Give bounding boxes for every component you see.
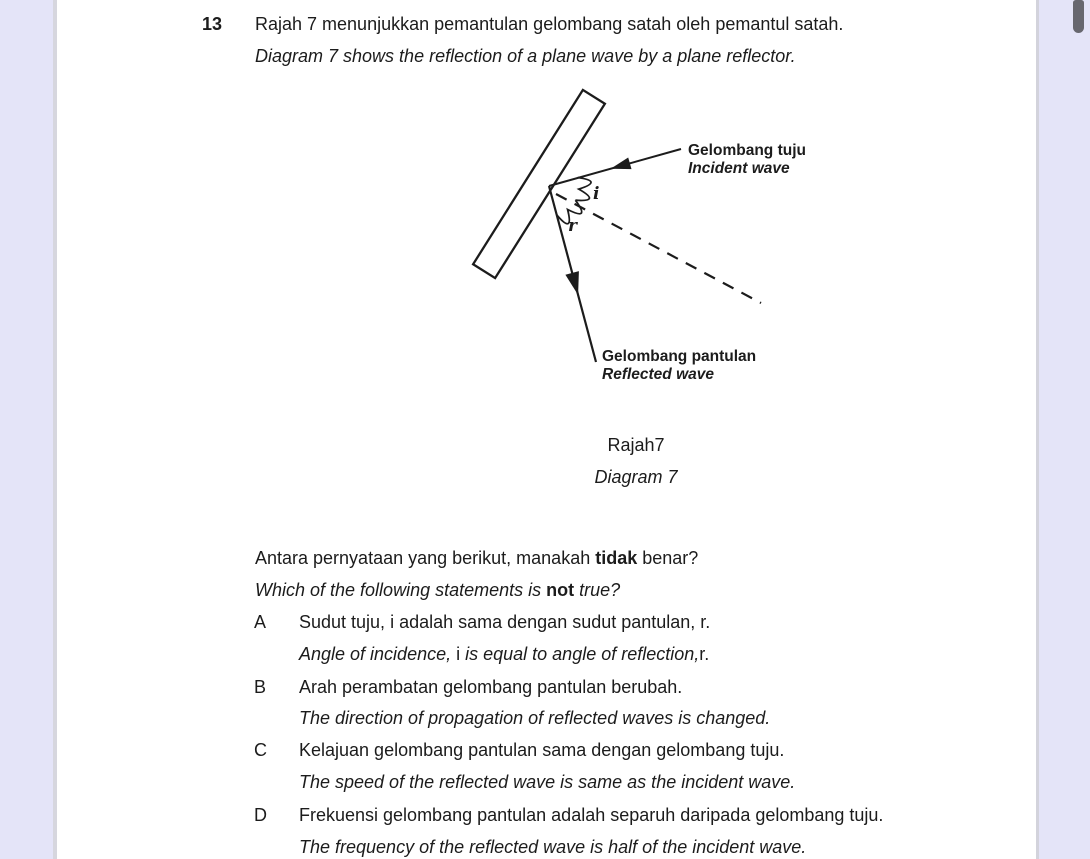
option-a-malay: Sudut tuju, i adalah sama dengan sudut p… bbox=[299, 612, 711, 632]
option-a-row: A Sudut tuju, i adalah sama dengan sudut … bbox=[254, 611, 710, 633]
normal-dashed-line bbox=[555, 193, 762, 304]
plane-reflector-bar bbox=[471, 88, 607, 280]
query-english-pre: Which of the following statements is bbox=[255, 580, 547, 600]
question-prompt-malay: Rajah 7 menunjukkan pemantulan gelombang… bbox=[255, 14, 844, 34]
option-c-row: C Kelajuan gelombang pantulan sama dengan… bbox=[254, 739, 784, 761]
option-a-letter: A bbox=[254, 612, 267, 632]
diagram-caption-malay: Rajah7 bbox=[607, 435, 665, 455]
query-english-post: true? bbox=[574, 580, 621, 600]
reflected-ray-arrowhead-icon bbox=[565, 271, 579, 295]
angle-incidence-label: i bbox=[593, 184, 599, 204]
left-page-gutter bbox=[0, 0, 57, 859]
option-d-malay: Frekuensi gelombang pantulan adalah sepa… bbox=[299, 805, 884, 825]
query-malay: Antara pernyataan yang berikut, manakah … bbox=[255, 547, 698, 569]
option-d-row: D Frekuensi gelombang pantulan adalah sep… bbox=[254, 804, 883, 826]
angle-incidence-arc bbox=[575, 176, 592, 202]
option-b-letter: B bbox=[254, 677, 267, 697]
wave-reflection-diagram: i r Gelombang tuju Incident wave Gelomba… bbox=[471, 88, 806, 383]
incident-wave-label-english: Incident wave bbox=[688, 160, 790, 177]
option-d-english: The frequency of the reflected wave is h… bbox=[299, 837, 807, 857]
angle-reflection-arc bbox=[556, 199, 583, 225]
option-b-row: B Arah perambatan gelombang pantulan beru… bbox=[254, 676, 682, 698]
query-english-bold: not bbox=[546, 580, 575, 600]
query-malay-pre: Antara pernyataan yang berikut, manakah bbox=[255, 548, 596, 568]
question-prompt-english: Diagram 7 shows the reflection of a plan… bbox=[255, 46, 796, 66]
option-d-letter: D bbox=[254, 805, 267, 825]
option-a-english-1: Angle of incidence, bbox=[299, 644, 457, 664]
option-c-malay: Kelajuan gelombang pantulan sama dengan … bbox=[299, 740, 785, 760]
option-b-english: The direction of propagation of reflecte… bbox=[299, 708, 771, 728]
question-header-row: 13 Rajah 7 menunjukkan pemantulan gelomba… bbox=[202, 13, 843, 35]
scrollbar-thumb[interactable] bbox=[1073, 0, 1084, 33]
option-c-letter: C bbox=[254, 740, 267, 760]
option-a-english: Angle of incidence, i is equal to angle … bbox=[299, 643, 709, 665]
angle-reflection-label: r bbox=[568, 216, 578, 236]
option-b-malay: Arah perambatan gelombang pantulan berub… bbox=[299, 677, 683, 697]
option-a-english-4: r. bbox=[699, 644, 710, 664]
reflected-wave-label-malay: Gelombang pantulan bbox=[602, 348, 756, 365]
incident-ray-arrowhead-icon bbox=[610, 157, 632, 170]
query-malay-post: benar? bbox=[637, 548, 699, 568]
option-c-english: The speed of the reflected wave is same … bbox=[299, 772, 796, 792]
query-english: Which of the following statements is not… bbox=[255, 579, 620, 601]
question-number: 13 bbox=[202, 14, 223, 34]
option-a-english-2: i bbox=[456, 644, 461, 664]
incident-wave-label-malay: Gelombang tuju bbox=[688, 142, 806, 159]
reflected-wave-label-english: Reflected wave bbox=[602, 366, 714, 383]
scrollbar-track[interactable] bbox=[1036, 0, 1090, 859]
option-a-english-3: is equal to angle of reflection, bbox=[460, 644, 700, 664]
diagram-caption-english: Diagram 7 bbox=[594, 467, 678, 487]
query-malay-bold: tidak bbox=[595, 548, 638, 568]
